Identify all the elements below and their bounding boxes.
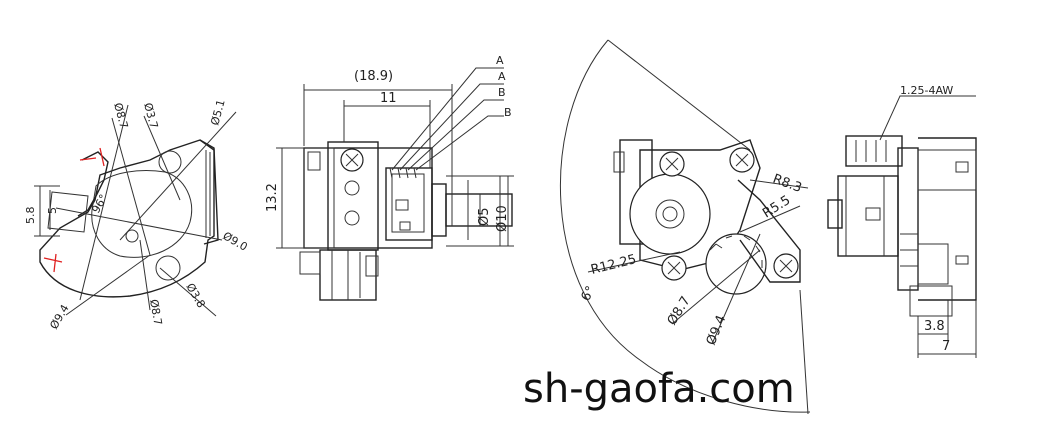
- view-front: (18.9) 11 13.2 Ø5 Ø10 A A B B: [265, 54, 514, 301]
- label-v1-5: 5: [46, 207, 59, 214]
- label-v4-38: 3.8: [924, 319, 945, 334]
- label-v1-d87b: Ø8.7: [147, 298, 164, 326]
- label-v1-96: 96°: [89, 192, 110, 215]
- label-v2-132: 13.2: [265, 183, 280, 212]
- label-v3-phi6: 6°: [578, 284, 598, 304]
- label-v4-conn: 1.25-4AW: [900, 84, 953, 97]
- label-v1-d37a: Ø3.7: [141, 101, 160, 130]
- label-pin-a2: A: [498, 70, 506, 83]
- label-v1-d51: Ø5.1: [208, 98, 227, 127]
- label-v2-d5: Ø5: [477, 207, 492, 226]
- label-v3-r83: R8.3: [771, 172, 804, 196]
- label-pin-a1: A: [496, 54, 504, 67]
- label-v3-r55: R5.5: [760, 193, 793, 221]
- label-v1-d94: Ø9.4: [47, 302, 71, 331]
- view-side: 1.25-4AW 3.8 7: [827, 84, 977, 358]
- watermark-text: sh-gaofa.com: [523, 366, 795, 412]
- label-pin-b2: B: [504, 106, 512, 119]
- label-v1-58: 5.8: [24, 207, 37, 225]
- label-pin-b1: B: [498, 86, 506, 99]
- label-v3-r1225: R12.25: [589, 252, 638, 278]
- label-v2-d10: Ø10: [495, 205, 510, 232]
- label-v2-189: (18.9): [354, 69, 393, 84]
- label-v4-7: 7: [942, 339, 950, 354]
- label-v3-d87: Ø8.7: [665, 294, 694, 328]
- label-v3-d94: Ø9.4: [704, 313, 729, 347]
- label-v1-d90: Ø9.0: [221, 229, 250, 253]
- label-v2-11: 11: [380, 91, 397, 106]
- view-rotary-mount: Ø3.7 Ø8.7 Ø5.1 5.8 5 96° Ø9.4 Ø8.7 Ø3.8 …: [24, 98, 250, 331]
- view-rear-radii: R8.3 R5.5 R12.25 6° Ø8.7 Ø9.4: [559, 39, 811, 415]
